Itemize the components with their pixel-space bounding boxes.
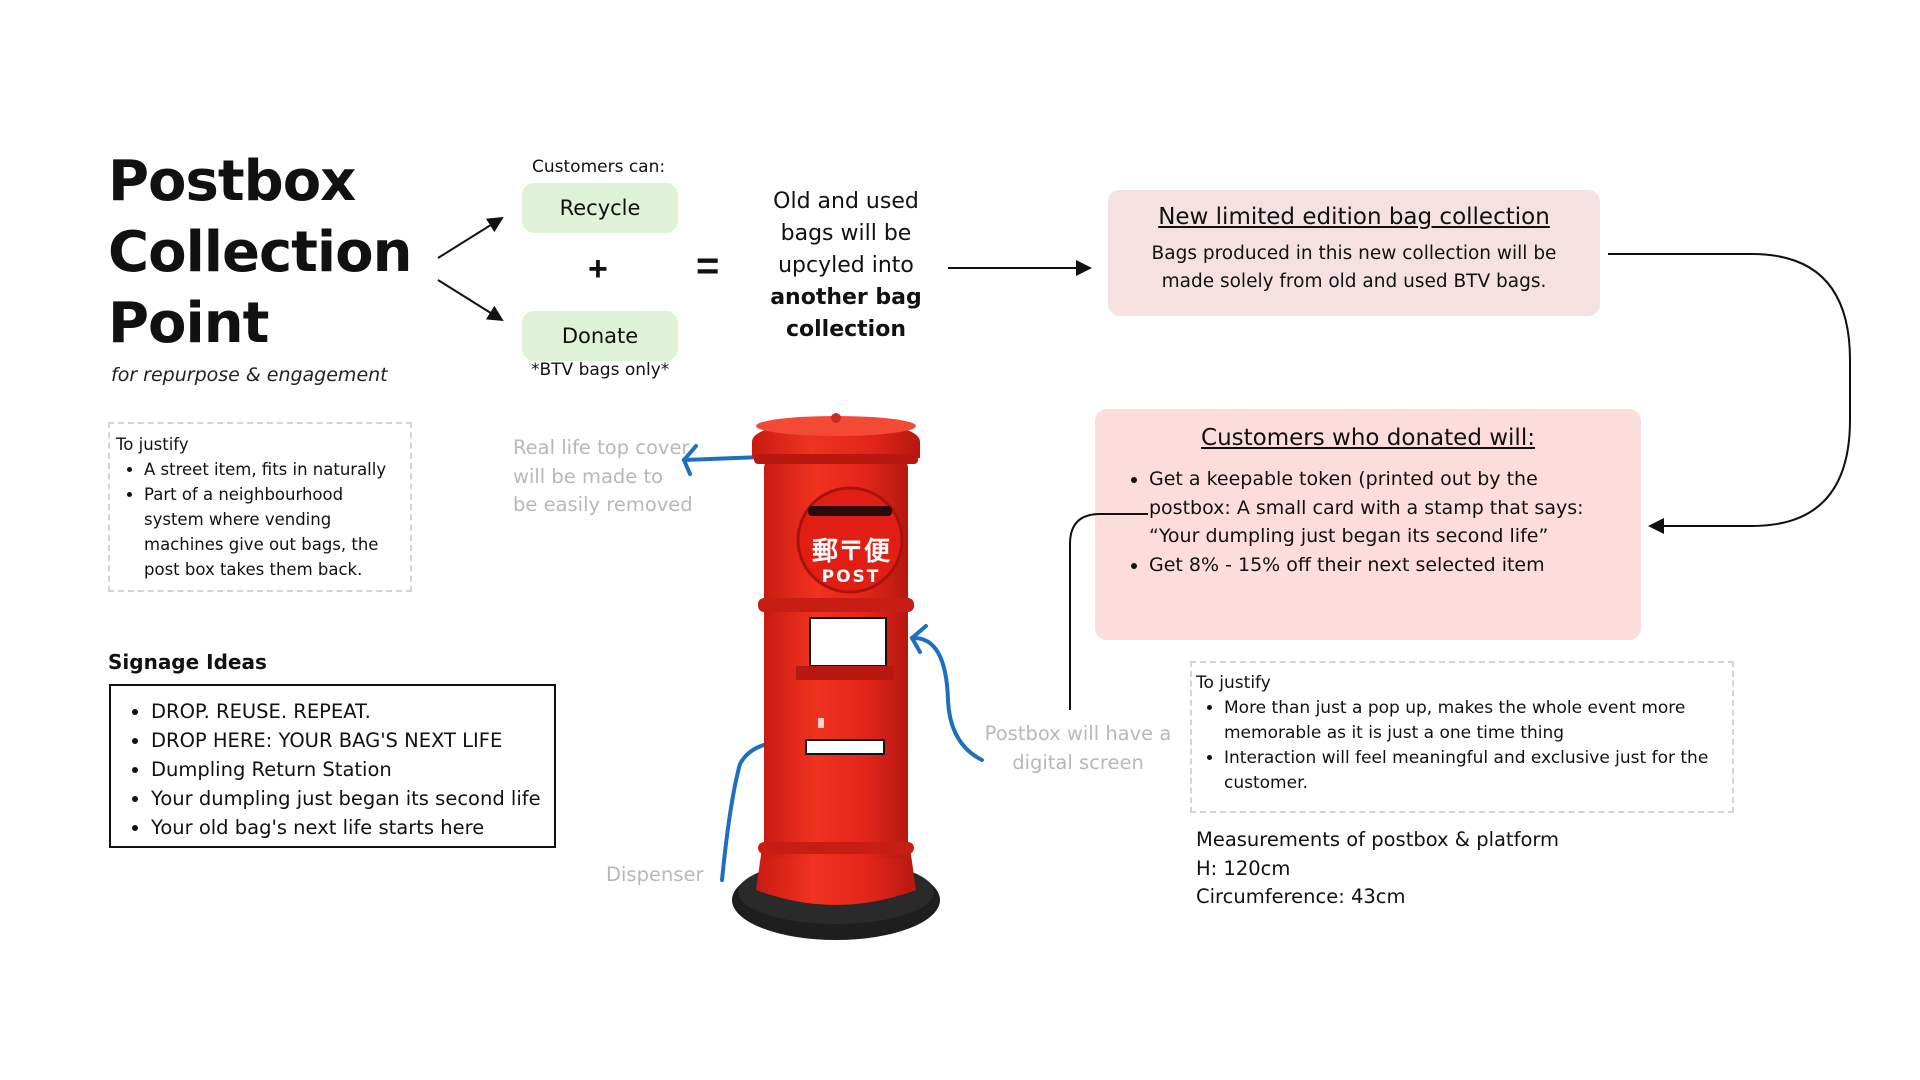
justify-right-box: To justify More than just a pop up, make… (1190, 661, 1734, 813)
signage-heading: Signage Ideas (108, 650, 267, 674)
signage-list-box: DROP. REUSE. REPEAT. DROP HERE: YOUR BAG… (109, 684, 556, 848)
postbox-label: POST (822, 567, 881, 587)
equals-sign: = (696, 244, 720, 288)
customers-can-label: Customers can: (532, 157, 666, 177)
screen-annotation: Postbox will have a digital screen (984, 722, 1172, 774)
dispenser-slot (805, 739, 885, 755)
upcycle-bold-1: another bag (770, 285, 922, 310)
measurements-heading: Measurements of postbox & platform (1196, 828, 1560, 851)
upcycle-line-1: Old and used (773, 189, 919, 214)
measurement-circumference: Circumference: 43cm (1196, 885, 1406, 908)
donated-benefits-box: Customers who donated will: Get a keepab… (1095, 409, 1641, 640)
dispenser-annotation: Dispenser (606, 863, 704, 886)
justify-left-heading: To justify (116, 435, 189, 454)
screen-arrow-head (909, 624, 928, 654)
arrow-collection-to-donated (1608, 253, 1851, 534)
btv-only-note: *BTV bags only* (531, 360, 670, 380)
recycle-pill: Recycle (522, 183, 678, 233)
justify-left-item: A street item, fits in naturally (144, 457, 404, 482)
measurement-height: H: 120cm (1196, 856, 1291, 880)
justify-right-heading: To justify (1196, 673, 1271, 693)
signage-item: Your dumpling just began its second life (151, 784, 548, 813)
justify-right-item: Interaction will feel meaningful and exc… (1224, 746, 1726, 796)
postbox-illustration (732, 413, 940, 940)
new-collection-title: New limited edition bag collection (1158, 204, 1550, 230)
signage-item: Your old bag's next life starts here (151, 813, 548, 842)
donated-benefit-item: Get a keepable token (printed out by the… (1149, 465, 1621, 551)
new-collection-box: New limited edition bag collection Bags … (1108, 190, 1600, 316)
digital-screen (809, 617, 887, 667)
justify-left-item: Part of a neighbourhood system where ven… (144, 482, 404, 582)
new-collection-line-1: Bags produced in this new collection wil… (1151, 243, 1557, 264)
measurements: Measurements of postbox & platform H: 12… (1196, 826, 1559, 912)
arrow-to-recycle (437, 216, 504, 259)
postbox-kanji: 郵〒便 (812, 537, 891, 567)
donate-pill: Donate (522, 311, 678, 361)
justify-left-box: To justify A street item, fits in natura… (108, 422, 412, 592)
donated-benefit-item: Get 8% - 15% off their next selected ite… (1149, 551, 1621, 580)
top-cover-arrow-head (681, 444, 698, 476)
postbox-base (756, 848, 916, 905)
upcycle-bold-2: collection (785, 317, 907, 342)
justify-right-item: More than just a pop up, makes the whole… (1224, 696, 1726, 746)
top-cover-arrow (682, 455, 764, 462)
connector-donated-to-justify (1069, 513, 1148, 710)
signage-item: DROP. REUSE. REPEAT. (151, 697, 548, 726)
upcycle-line-3: upcyled into (778, 253, 914, 278)
donated-title: Customers who donated will: (1201, 425, 1535, 451)
screen-arrow (910, 635, 984, 762)
new-collection-line-2: made solely from old and used BTV bags. (1161, 271, 1547, 292)
subtitle: for repurpose & engagement (111, 364, 388, 386)
title-line-3: Point (108, 291, 269, 356)
page-title: Postbox Collection Point (108, 146, 448, 359)
plus-sign: + (588, 250, 608, 288)
title-line-2: Collection (108, 220, 412, 285)
arrow-to-donate (437, 279, 504, 322)
upcycle-statement: Old and used bags will be upcyled into a… (748, 186, 944, 346)
new-collection-body: Bags produced in this new collection wil… (1108, 240, 1600, 296)
signage-item: Dumpling Return Station (151, 755, 548, 784)
top-cover-annotation: Real life top cover will be made to be e… (513, 436, 693, 516)
signage-item: DROP HERE: YOUR BAG'S NEXT LIFE (151, 726, 548, 755)
upcycle-line-2: bags will be (780, 221, 912, 246)
title-line-1: Postbox (108, 149, 356, 214)
